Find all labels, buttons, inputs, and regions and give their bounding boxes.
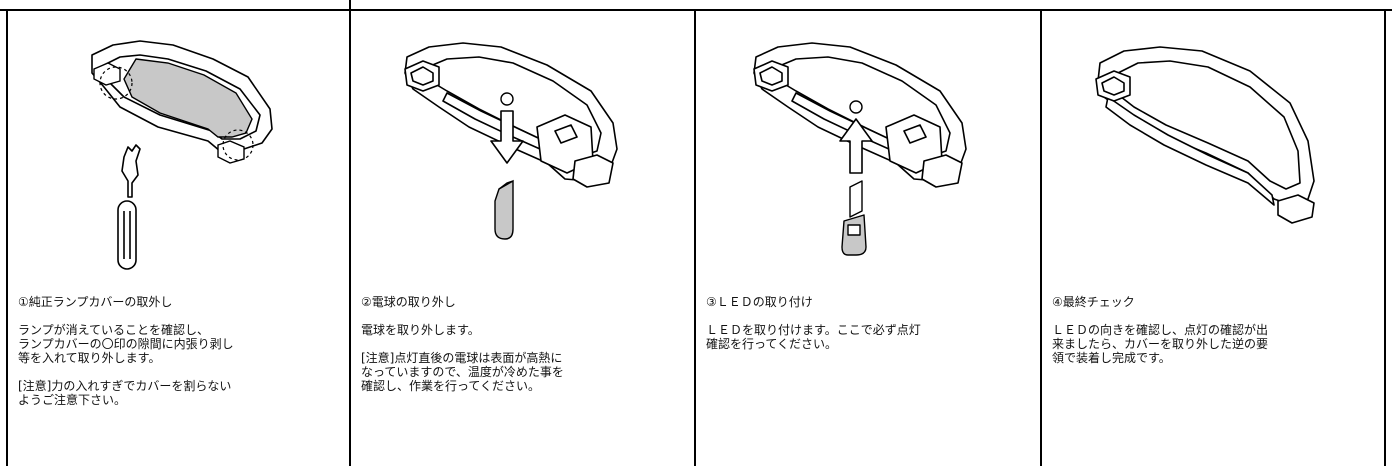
step-1-title: ①純正ランプカバーの取外し [18, 295, 173, 309]
step-panel-4: ④最終チェック ＬＥＤの向きを確認し、点灯の確認が出 来ましたら、カバーを取り外… [1042, 11, 1384, 466]
step-4-body: ＬＥＤの向きを確認し、点灯の確認が出 来ましたら、カバーを取り外した逆の要 領で… [1052, 323, 1269, 365]
header-divider [349, 0, 351, 11]
step-1-note: [注意]力の入れすぎでカバーを割らない ようご注意下さい。 [18, 379, 232, 407]
bulb-removal-illustration [404, 42, 618, 240]
step-panel-2: ②電球の取り外し 電球を取り外します。 [注意]点灯直後の電球は表面が高熱に な… [351, 11, 694, 466]
column-divider-2 [694, 11, 696, 466]
final-check-illustration [1095, 46, 1315, 224]
right-border [1384, 11, 1386, 466]
lamp-cover-removal-illustration [91, 40, 273, 270]
step-3-title: ③ＬＥＤの取り付け [706, 295, 813, 309]
step-3-body: ＬＥＤを取り付けます。ここで必ず点灯 確認を行ってください。 [706, 323, 921, 351]
column-divider-3 [1040, 11, 1042, 466]
step-1-body: ランプが消えていることを確認し、 ランプカバーの〇印の隙間に内張り剥し 等を入れ… [18, 323, 234, 365]
step-panel-1: ①純正ランプカバーの取外し ランプが消えていることを確認し、 ランプカバーの〇印… [8, 11, 349, 466]
step-panel-3: ③ＬＥＤの取り付け ＬＥＤを取り付けます。ここで必ず点灯 確認を行ってください。 [696, 11, 1040, 466]
step-2-note: [注意]点灯直後の電球は表面が高熱に なっていますので、温度が冷めた事を 確認し… [361, 351, 564, 393]
led-installation-illustration [753, 42, 967, 256]
top-border [0, 9, 1392, 11]
step-4-title: ④最終チェック [1052, 295, 1135, 309]
left-border [6, 11, 8, 466]
column-divider-1 [349, 11, 351, 466]
step-2-body: 電球を取り外します。 [361, 323, 480, 337]
step-2-title: ②電球の取り外し [361, 295, 456, 309]
